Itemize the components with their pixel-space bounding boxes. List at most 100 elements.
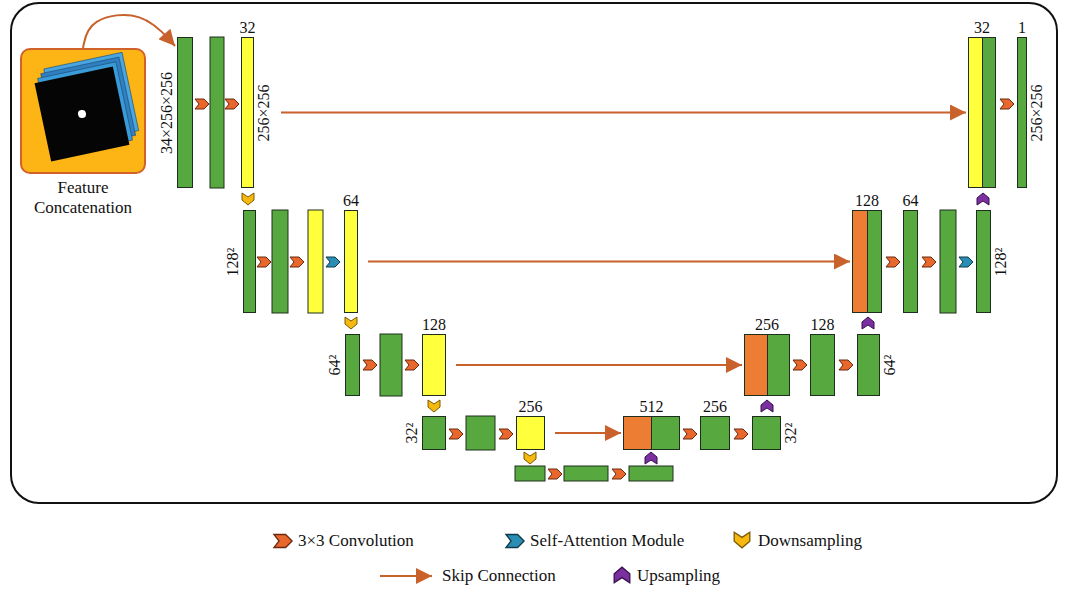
outer-frame <box>11 3 1057 503</box>
conv-symbol <box>793 360 807 370</box>
conv-symbol <box>548 469 562 479</box>
size-label: 128² <box>992 247 1010 276</box>
legend-label: Downsampling <box>758 531 862 551</box>
channel-count: 128 <box>811 316 835 334</box>
channel-count: 512 <box>640 398 664 416</box>
channel-count: 256 <box>519 398 543 416</box>
conv-symbol <box>922 257 936 267</box>
conv-symbol <box>225 99 239 109</box>
skip-connection <box>368 261 850 263</box>
feature-map-bar: 64² <box>857 334 880 396</box>
skip-connection <box>456 364 742 366</box>
attention-symbol <box>326 257 340 267</box>
conv-symbol <box>290 257 304 267</box>
feature-map-bar: 64 <box>344 210 358 313</box>
channel-count: 32 <box>974 19 990 37</box>
feature-map-bar: 64 <box>903 210 918 313</box>
size-label: 256×256 <box>255 84 273 141</box>
feature-map-bar <box>380 334 402 396</box>
feature-map-bar <box>272 210 288 313</box>
convolution-symbols <box>195 99 1014 479</box>
channel-count: 128 <box>855 192 879 210</box>
upsample-symbol <box>614 567 630 583</box>
feature-map-bar <box>308 210 323 313</box>
feature-map-bar: 512 <box>623 416 680 450</box>
channel-count: 64 <box>903 192 919 210</box>
input-image-stack <box>22 50 144 172</box>
attention-symbol <box>959 257 973 267</box>
size-label: 34×256×256 <box>158 71 176 153</box>
feature-map-bar: 32 <box>968 37 996 188</box>
legend-label: Self-Attention Module <box>530 531 684 551</box>
size-label: 64² <box>881 355 899 376</box>
channel-count: 128 <box>422 316 446 334</box>
conv-symbol <box>734 429 748 439</box>
feature-map-bar: 128² <box>976 210 991 313</box>
skip-arrow-sample <box>380 575 432 577</box>
downsample-symbol <box>428 400 440 412</box>
conv-symbol <box>363 360 377 370</box>
feature-map-bar: 128 <box>810 334 835 396</box>
conv-symbol <box>1000 99 1014 109</box>
feature-map-bar: 1256×256 <box>1017 37 1027 188</box>
legend-label: Skip Connection <box>442 566 556 586</box>
downsample-symbol <box>242 193 254 205</box>
legend-label: 3×3 Convolution <box>298 531 414 551</box>
upsample-symbol <box>645 452 657 464</box>
size-label: 32² <box>403 423 421 444</box>
channel-count: 256 <box>755 316 779 334</box>
feature-map-bar: 34×256×256 <box>177 37 193 188</box>
channel-count: 64 <box>343 192 359 210</box>
downsample-symbol <box>345 317 357 329</box>
input-feature-box: Feature Concatenation <box>20 48 146 174</box>
upsample-symbol <box>977 193 989 205</box>
feature-map-bar: 64² <box>345 334 360 396</box>
skip-connection <box>555 432 621 434</box>
downsample-symbol <box>524 452 536 464</box>
feature-map-bar <box>466 416 495 450</box>
conv-symbol <box>839 360 853 370</box>
upsample-symbol <box>761 400 773 412</box>
feature-map-bar <box>564 466 608 481</box>
upsample-symbol <box>862 317 874 329</box>
feature-map-bar: 256 <box>744 334 790 396</box>
conv-symbol <box>274 535 292 548</box>
feature-map-bar: 32² <box>752 416 781 450</box>
conv-symbol <box>257 257 271 267</box>
attention-symbol <box>506 535 524 548</box>
legend-label: Upsampling <box>637 566 720 586</box>
channel-count: 256 <box>703 398 727 416</box>
feature-map-bars <box>210 37 956 481</box>
feature-map-bar: 128 <box>422 334 446 396</box>
channel-count: 32 <box>240 19 256 37</box>
downsample-symbol <box>734 532 750 548</box>
conv-symbol <box>683 429 697 439</box>
feature-map-bar: 256 <box>516 416 545 450</box>
conv-symbol <box>499 429 513 439</box>
conv-symbol <box>405 360 419 370</box>
channel-count: 1 <box>1018 19 1026 37</box>
conv-symbol <box>612 469 626 479</box>
feature-map-bar: 128² <box>243 210 256 313</box>
feature-map-bar: 256 <box>700 416 730 450</box>
feature-map-bar <box>515 466 545 481</box>
feature-map-bar <box>210 37 224 188</box>
box-caption: Feature Concatenation <box>21 178 145 218</box>
size-label: 128² <box>224 247 242 276</box>
input-arrow <box>83 15 175 48</box>
skip-connection <box>281 112 966 114</box>
conv-symbol <box>886 257 900 267</box>
feature-map-bar <box>629 466 673 481</box>
feature-map-bar <box>940 210 956 313</box>
feature-map-bar: 32256×256 <box>241 37 254 188</box>
size-label: 32² <box>782 423 800 444</box>
downsampling-symbols <box>242 193 536 464</box>
feature-map-bar: 32² <box>422 416 446 450</box>
conv-symbol <box>449 429 463 439</box>
size-label: 256×256 <box>1028 84 1046 141</box>
feature-map-bar: 128 <box>852 210 882 313</box>
upsampling-symbols <box>645 193 989 464</box>
size-label: 64² <box>326 355 344 376</box>
